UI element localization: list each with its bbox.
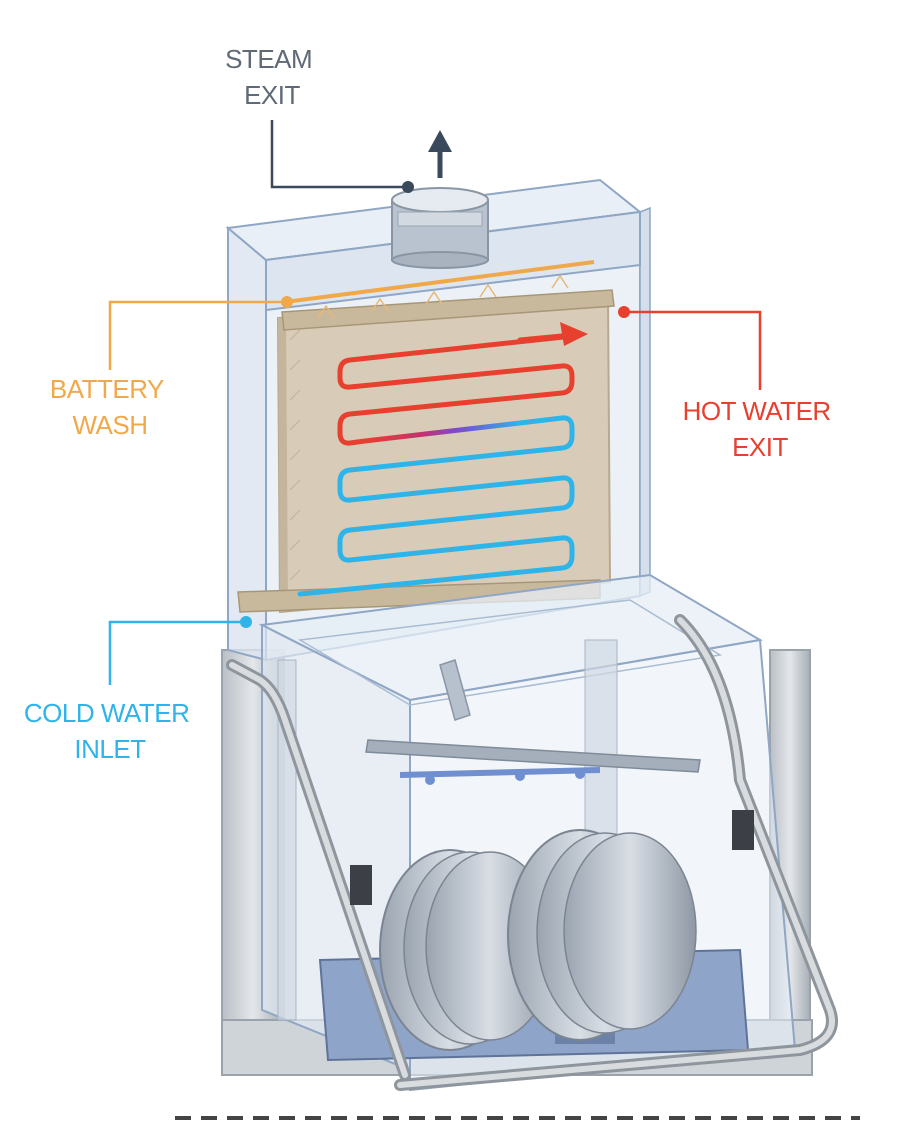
plates: [379, 829, 697, 1051]
wash-arms: [365, 659, 701, 785]
mixed-coil-segment: [362, 420, 523, 444]
steam-exit-leader: [270, 120, 414, 193]
cold-water-inlet-label: COLD WATER INLET: [24, 698, 196, 764]
heat-exchanger-panel: [237, 289, 615, 614]
cold-coil-loops: [297, 415, 575, 597]
hot-water-exit-label: HOT WATER EXIT: [683, 396, 838, 462]
battery-wash-leader: [108, 296, 293, 370]
hood-handle: [226, 614, 838, 1091]
cold-water-inlet-leader: [108, 616, 252, 685]
hot-flow-arrow: [560, 322, 588, 346]
steam-chimney: [391, 187, 489, 269]
battery-wash-label: BATTERY WASH: [50, 374, 170, 440]
battery-wash-bar: [284, 260, 595, 319]
heat-exchanger-coil: [297, 322, 588, 597]
steam-arrow: [428, 130, 452, 178]
steam-exit-label: STEAM EXIT: [225, 44, 319, 110]
hot-water-exit-leader: [618, 306, 762, 390]
hot-coil-loop-1: [337, 333, 576, 446]
